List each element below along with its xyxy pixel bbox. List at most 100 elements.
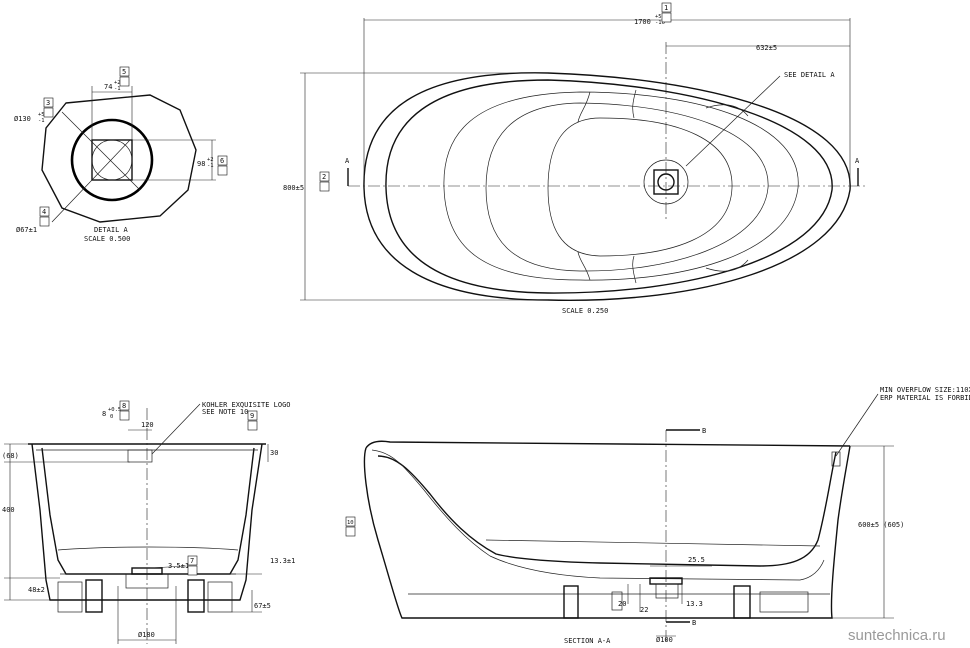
callout-8-box (119, 400, 130, 411)
plan-headrest-bottom (705, 259, 749, 272)
plan-inner-rim (385, 79, 833, 294)
plan-dim-1700-tol-up: +5 (655, 14, 662, 20)
callout-4-box (39, 206, 50, 217)
section-top-rim (365, 440, 851, 449)
section-label: SECTION A-A (564, 637, 611, 645)
plan-view: 1700 +5 -10 1 632±5 SEE DETAIL A 800±5 2… (283, 2, 866, 315)
detail-a-dim-74-tol-up: +2 (114, 80, 121, 86)
callout-4: 4 (42, 208, 46, 216)
callout-10: 10 (347, 520, 354, 526)
end-dim-133: 13.3±1 (270, 557, 295, 565)
end-base-right (207, 581, 233, 613)
callout-2-box (319, 171, 330, 182)
callout-5-sub-box (119, 76, 130, 87)
callout-10-box (345, 516, 356, 527)
section-b-top: B (702, 427, 706, 435)
end-logo-note-1: KOHLER EXQUISITE LOGO (202, 401, 291, 409)
callout-9-box (247, 410, 258, 421)
callout-7: 7 (190, 557, 194, 565)
section-view: MIN OVERFLOW SIZE:110X9 ERP MATERIAL IS … (345, 386, 970, 645)
end-dim-35: 3.5±1 (168, 562, 189, 570)
end-outer-shell (31, 443, 263, 601)
section-basin-floor (489, 555, 825, 581)
section-outer-shell (363, 445, 851, 619)
plan-shoulder-bottom (577, 251, 591, 281)
detail-a-dim-74: 74 (104, 83, 112, 91)
detail-a-leader-130 (61, 111, 141, 191)
callout-9: 9 (250, 412, 254, 420)
callout-3-box (43, 97, 54, 108)
detail-a-label: DETAIL A (94, 226, 129, 234)
end-logo-plate (127, 449, 153, 463)
end-dim-67: 67±5 (254, 602, 271, 610)
section-foot-3 (733, 585, 751, 619)
section-inner-wall-2 (371, 449, 491, 557)
section-overflow-note-1: MIN OVERFLOW SIZE:110X9 (880, 386, 970, 394)
section-overflow-leader (835, 393, 879, 457)
callout-6-sub-box (217, 165, 228, 176)
plan-see-detail: SEE DETAIL A (784, 71, 835, 79)
section-foot-1 (563, 585, 579, 619)
section-dim-133: 13.3 (686, 600, 703, 608)
callout-9-sub-box (247, 420, 258, 431)
section-b-bottom: B (692, 619, 696, 627)
plan-section-a-left: A (345, 157, 350, 165)
end-dim-400: 400 (2, 506, 15, 514)
section-dim-height: 600±5 (605) (858, 521, 904, 529)
detail-a-scale: SCALE 0.500 (84, 235, 130, 243)
plan-basin-outer (443, 91, 799, 281)
plan-basin-floor (547, 117, 733, 257)
plan-shoulder-top-2 (632, 89, 637, 119)
end-basin-floor (57, 546, 239, 551)
callout-7-box (187, 555, 198, 566)
detail-a-outline (41, 94, 197, 223)
section-dim-22: 22 (640, 606, 648, 614)
detail-a-dim-98-tol-up: +2 (207, 157, 214, 163)
section-dim-20: 20 (618, 600, 626, 608)
section-overflow (831, 451, 841, 467)
plan-dim-632: 632±5 (756, 44, 777, 52)
callout-8-sub-box (119, 410, 130, 421)
section-base-right (759, 591, 809, 613)
callout-3: 3 (46, 99, 50, 107)
plan-see-detail-leader (685, 75, 781, 167)
end-dim-68: (68) (2, 452, 19, 460)
detail-a-dim-74-tol-dn: -1 (114, 86, 121, 92)
callout-3-sub-box (43, 107, 54, 118)
detail-a-drain-ring (70, 118, 154, 202)
section-overflow-note-2: ERP MATERIAL IS FORBIDDEN (880, 394, 970, 402)
detail-a-dim-130-tol-up: +5 (38, 112, 45, 118)
plan-shoulder-top (577, 91, 591, 123)
callout-5: 5 (122, 68, 126, 76)
detail-a-leader-67 (51, 139, 131, 223)
detail-a-dim-98-tol-dn: -1 (207, 163, 214, 169)
detail-a-dim-98: 98 (197, 160, 205, 168)
end-dim-8-tol-dn: 0 (110, 414, 113, 420)
callout-7-sub-box (187, 565, 198, 576)
plan-headrest-top (705, 104, 749, 117)
plan-outer-rim (363, 72, 851, 301)
section-inner-wall (377, 451, 837, 567)
callout-6: 6 (220, 157, 224, 165)
callout-2: 2 (322, 173, 326, 181)
detail-a-view: 74 +2 -1 Ø130 +5 -1 98 +2 -1 Ø67±1 5 3 6… (14, 66, 228, 243)
end-dim-8: 8 (102, 410, 106, 418)
end-inner-shell (41, 447, 255, 575)
callout-4-sub-box (39, 216, 50, 227)
callout-6-box (217, 155, 228, 166)
watermark: suntechnica.ru (848, 627, 946, 644)
end-view: 8 +0.5 0 8 KOHLER EXQUISITE LOGO SEE NOT… (2, 400, 295, 644)
plan-dim-800: 800±5 (283, 184, 304, 192)
callout-8: 8 (122, 402, 126, 410)
section-water-line (485, 539, 821, 547)
callout-1: 1 (664, 4, 668, 12)
end-dim-120: 120 (141, 421, 154, 429)
plan-dim-1700: 1700 (634, 18, 651, 26)
callout-2-sub-box (319, 181, 330, 192)
end-foot-right (187, 579, 205, 613)
callout-1-box (661, 2, 672, 13)
callout-10-sub-box (345, 526, 356, 537)
end-dim-8-tol-up: +0.5 (108, 407, 121, 413)
